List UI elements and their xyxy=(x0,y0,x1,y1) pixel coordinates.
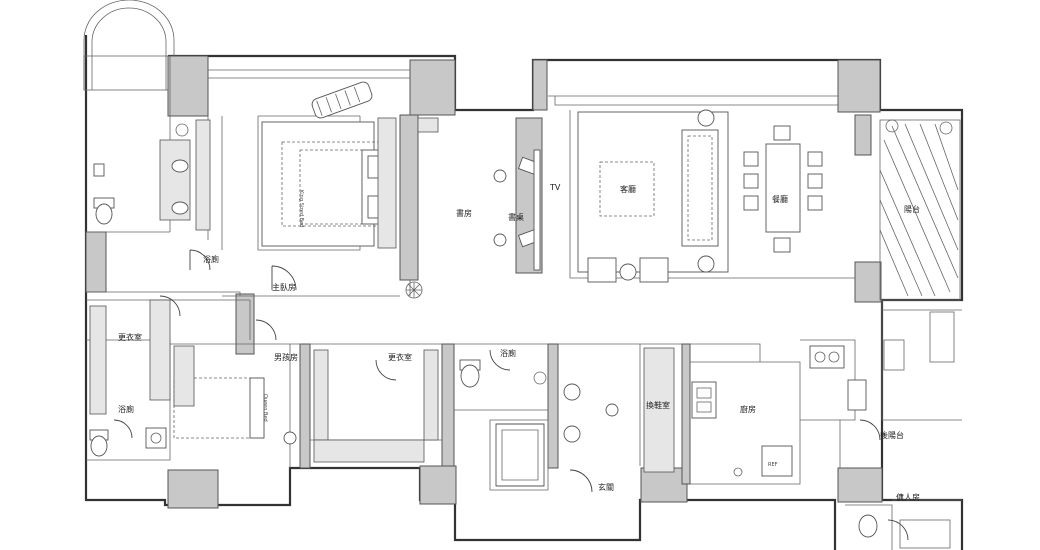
fridge-text: REF xyxy=(768,462,778,468)
label-bath-left: 浴廁 xyxy=(118,404,134,414)
label-master-bedroom: 主臥房 xyxy=(272,282,296,292)
label-kitchen: 廚房 xyxy=(740,404,756,414)
bay-window-arch xyxy=(83,0,175,90)
middle-bath-fixtures xyxy=(459,359,547,487)
label-tv: TV xyxy=(549,183,561,192)
entrance-furniture xyxy=(563,347,675,473)
label-bath-mid: 浴廁 xyxy=(500,348,516,358)
label-walkin-closet-mid: 更衣室 xyxy=(388,352,412,362)
label-walkin-closet-left: 更衣室 xyxy=(118,332,142,342)
label-dining-room: 餐廳 xyxy=(772,194,788,204)
label-balcony: 陽台 xyxy=(904,204,920,214)
interior-walls xyxy=(86,56,962,550)
structural-columns xyxy=(85,55,883,509)
kitchen-fixtures: REF xyxy=(691,311,955,477)
maid-room-fixtures xyxy=(858,514,951,549)
lounge-chair xyxy=(311,81,373,119)
label-boys-room: 男孩房 xyxy=(274,352,298,362)
doors xyxy=(113,249,909,541)
living-room-furniture xyxy=(577,109,729,283)
study-furniture xyxy=(405,117,541,299)
room-labels: 浴廁 主臥房 書房 書桌 TV 客廳 餐廳 陽台 更衣室 男孩房 更衣室 浴廁 … xyxy=(118,183,920,502)
label-shoe-room: 換鞋室 xyxy=(646,400,670,410)
master-bed-text: King Sized Bed xyxy=(298,190,304,227)
closets xyxy=(89,117,439,463)
label-desk: 書桌 xyxy=(508,212,524,222)
boys-bed-text: Queen Bed xyxy=(262,394,268,422)
label-rear-balcony: 後陽台 xyxy=(880,430,904,440)
label-maid-room: 傭人房 xyxy=(896,492,920,502)
label-entrance: 玄關 xyxy=(598,482,614,492)
boys-bed: Queen Bed xyxy=(173,345,297,445)
left-bath-fixtures xyxy=(89,299,171,457)
label-bath-master: 浴廁 xyxy=(203,254,219,264)
label-living-room: 客廳 xyxy=(620,184,636,194)
dining-furniture xyxy=(743,125,823,253)
label-study: 書房 xyxy=(456,208,472,218)
balcony-decking xyxy=(879,119,961,301)
master-bed: King Sized Bed xyxy=(261,121,393,247)
master-bath-fixtures xyxy=(93,123,191,225)
